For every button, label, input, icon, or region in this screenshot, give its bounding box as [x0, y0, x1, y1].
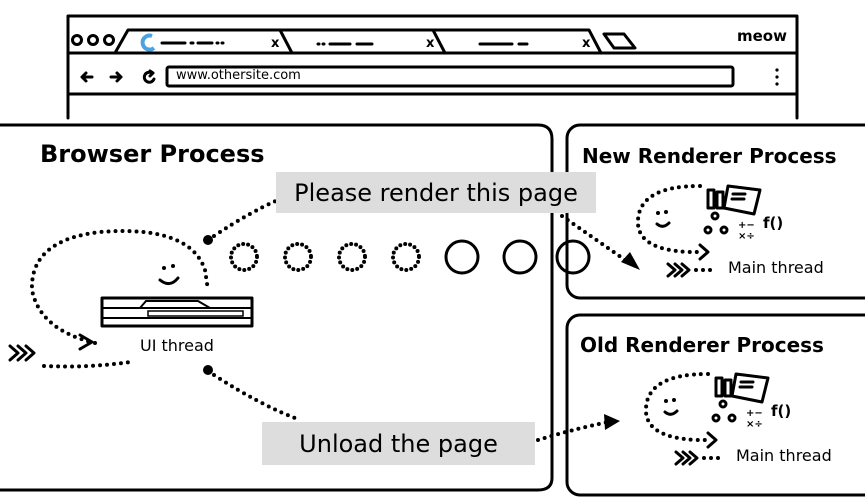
forward-icon — [109, 71, 123, 83]
window-controls-icon — [71, 34, 115, 46]
ui-thread-label: UI thread — [140, 336, 214, 355]
svg-text:+−: +− — [746, 408, 763, 419]
tab-close-icon: x — [271, 36, 280, 51]
svg-text:+−: +− — [738, 220, 755, 231]
address-bar — [165, 65, 735, 88]
tab-1 — [113, 28, 294, 55]
address-bar-text: www.othersite.com — [176, 68, 301, 83]
tab-3 — [431, 28, 603, 55]
new-main-thread-illustration: +− ×÷ f() — [635, 184, 783, 278]
render-request-message: Please render this page — [276, 172, 596, 213]
reload-icon — [142, 69, 156, 84]
new-renderer-title: New Renderer Process — [582, 144, 837, 168]
task-queue — [229, 239, 591, 275]
tab-close-icon: x — [582, 36, 591, 51]
old-main-thread-label: Main thread — [736, 446, 832, 465]
svg-text:×÷: ×÷ — [738, 231, 755, 242]
new-tab-button — [602, 32, 637, 50]
browser-process-title: Browser Process — [40, 140, 265, 168]
old-renderer-title: Old Renderer Process — [580, 333, 824, 357]
old-main-thread-illustration: +− ×÷ f() — [643, 372, 791, 466]
new-main-thread-label: Main thread — [728, 258, 824, 277]
tab-2 — [278, 28, 447, 55]
tab-close-icon: x — [426, 36, 435, 51]
ui-thread-browser-icon — [100, 296, 254, 328]
svg-text:f(): f() — [763, 214, 783, 232]
browser-process-box — [0, 123, 554, 492]
chevrons-icon — [8, 344, 36, 362]
old-renderer-process-box — [565, 313, 865, 497]
svg-text:×÷: ×÷ — [746, 419, 763, 430]
loading-spinner-icon — [140, 33, 156, 52]
browser-window: x x x — [66, 14, 799, 120]
profile-name: meow — [737, 27, 787, 45]
back-icon — [80, 71, 94, 83]
svg-text:f(): f() — [771, 402, 791, 420]
unload-message: Unload the page — [262, 422, 535, 465]
